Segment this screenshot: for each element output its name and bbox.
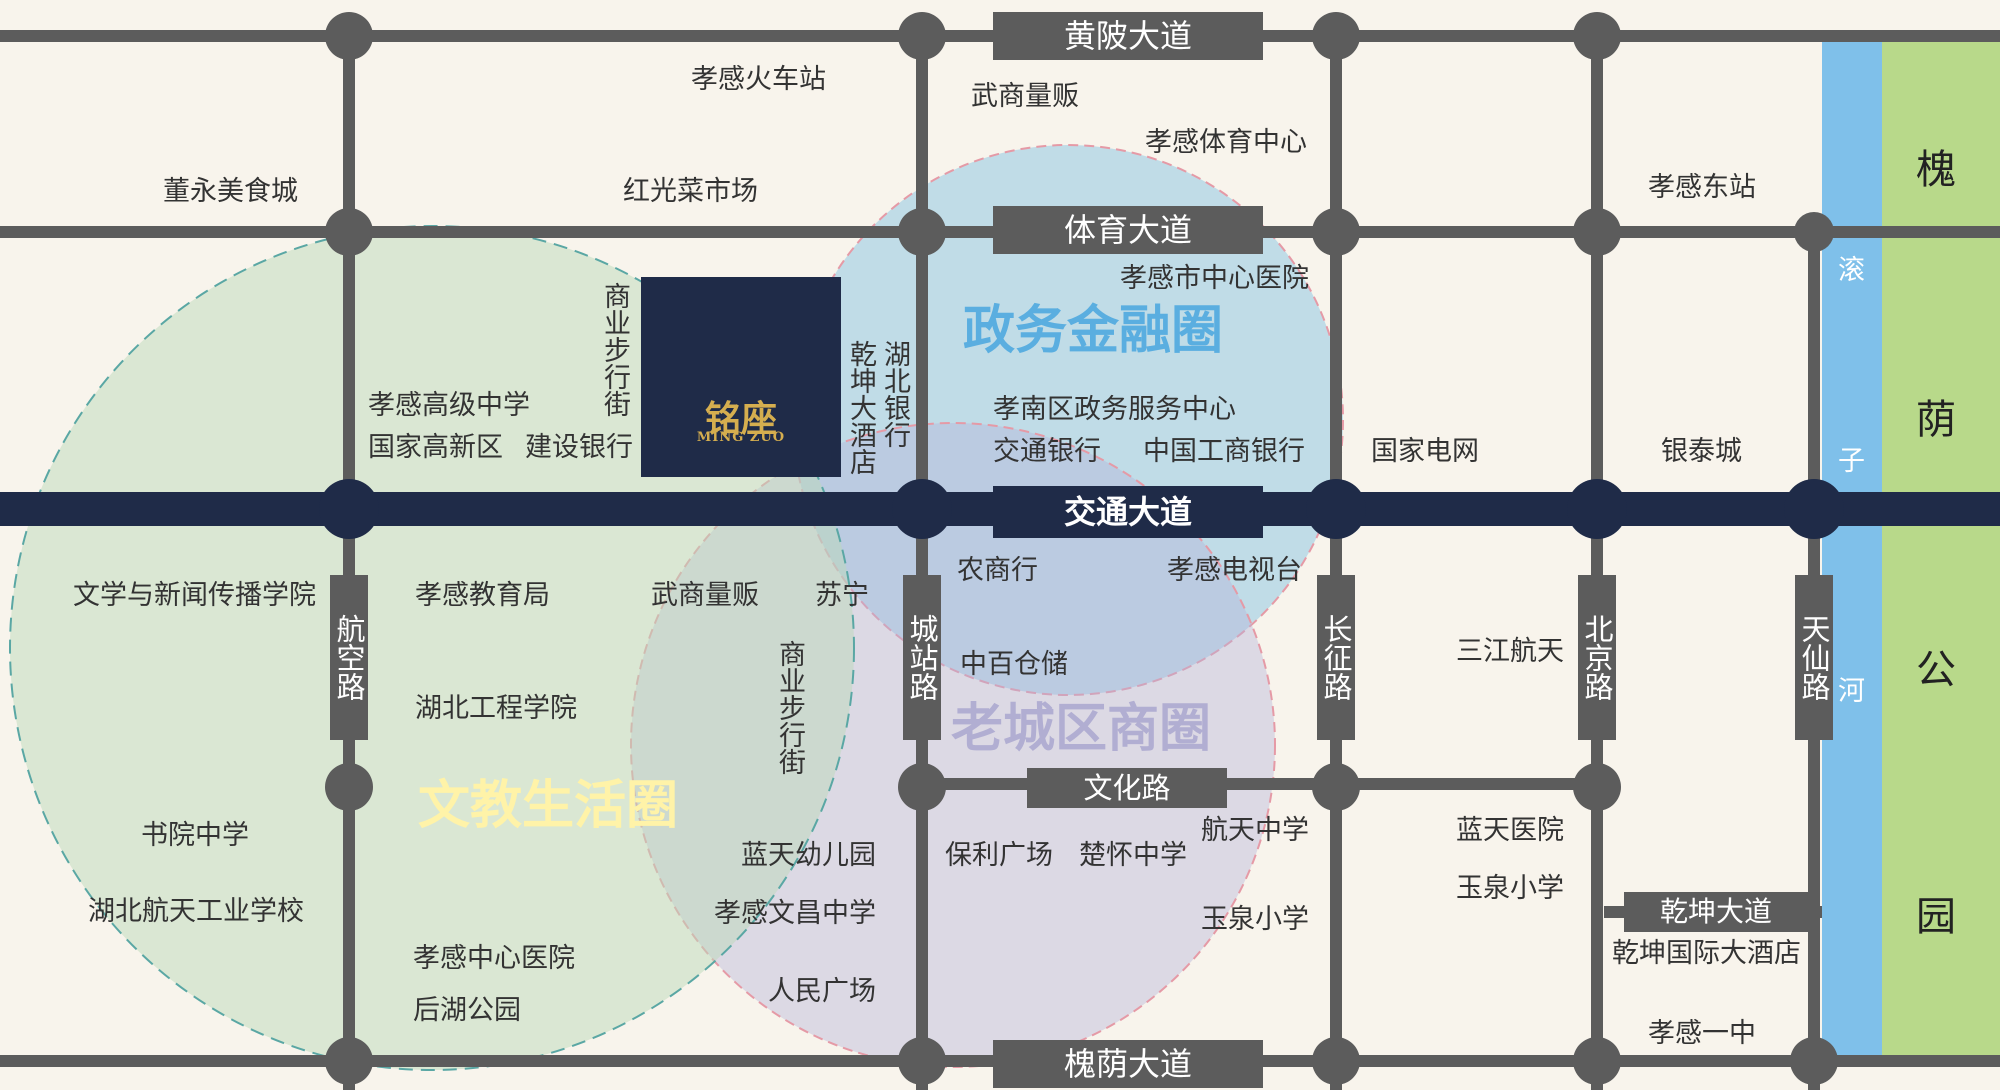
poi-pedestrian-street-north: 商业步行街 (599, 282, 630, 417)
zone-label-oldtown: 老城区商圈 (951, 699, 1212, 759)
poi-rural-bank: 农商行 (957, 555, 1038, 586)
poi-shuyuan-school: 书院中学 (141, 820, 249, 851)
zone-label-government: 政务金融圈 (963, 301, 1224, 361)
intersection-node (1573, 1037, 1621, 1085)
intersection-node (325, 763, 373, 811)
poi-poly-plaza: 保利广场 (945, 840, 1053, 871)
gunzi-river (1822, 40, 1882, 1058)
poi-yintai: 银泰城 (1661, 436, 1742, 467)
poi-hubei-bank: 湖北银行 (879, 340, 910, 448)
park-label-3: 公 (1916, 647, 1956, 693)
park-label-2: 荫 (1916, 397, 1956, 443)
poi-sanjiang: 三江航天 (1456, 636, 1564, 667)
poi-wushang-north: 武商量贩 (971, 81, 1079, 112)
intersection-node (1312, 763, 1360, 811)
poi-train-station: 孝感火车站 (691, 64, 826, 95)
poi-ccb: 建设银行 (525, 432, 633, 463)
road-chengzhan (916, 20, 928, 1090)
poi-gov-service-center: 孝南区政务服务中心 (993, 394, 1236, 425)
intersection-node (325, 12, 373, 60)
river-label-bottom: 河 (1838, 676, 1865, 707)
main-intersection-node (1784, 479, 1844, 539)
poi-xiaogan-no1-school: 孝感一中 (1648, 1018, 1756, 1049)
road-hangkong (343, 20, 355, 1090)
intersection-node (1794, 212, 1834, 252)
intersection-node (1312, 12, 1360, 60)
road-label-chengzhan: 城站路 (903, 575, 941, 740)
poi-chuhuai-school: 楚怀中学 (1079, 840, 1187, 871)
poi-wenchang-school: 孝感文昌中学 (714, 898, 876, 929)
intersection-node (898, 12, 946, 60)
main-intersection-node (1306, 479, 1366, 539)
poi-hongguang: 红光菜市场 (623, 176, 758, 207)
road-label-wenhua: 文化路 (1027, 768, 1227, 808)
road-label-changzheng: 长征路 (1317, 575, 1355, 740)
road-label-huangpi: 黄陂大道 (993, 12, 1263, 60)
poi-suning: 苏宁 (815, 580, 869, 611)
poi-journalism-school: 文学与新闻传播学院 (73, 580, 316, 611)
intersection-node (1573, 763, 1621, 811)
intersection-node (898, 208, 946, 256)
poi-east-station: 孝感东站 (1648, 172, 1756, 203)
road-label-hangkong: 航空路 (330, 575, 368, 740)
poi-qiankun-hotel: 乾坤大酒店 (845, 340, 876, 475)
intersection-node (1573, 208, 1621, 256)
main-intersection-node (319, 479, 379, 539)
intersection-node (325, 208, 373, 256)
intersection-node (1312, 208, 1360, 256)
poi-aerospace-school: 湖北航天工业学校 (88, 896, 304, 927)
main-intersection-node (1567, 479, 1627, 539)
poi-yuquan-primary-east: 玉泉小学 (1456, 873, 1564, 904)
road-label-beijing: 北京路 (1578, 575, 1616, 740)
poi-hubei-engineering: 湖北工程学院 (415, 693, 577, 724)
intersection-node (1790, 1037, 1838, 1085)
huaiyin-park-area (1882, 40, 2000, 1058)
logo-subtext: MING ZUO (696, 430, 786, 445)
logo-text: 铭座 (704, 399, 777, 440)
road-label-tianxian: 天仙路 (1795, 575, 1833, 740)
main-intersection-node (892, 479, 952, 539)
zone-label-education: 文教生活圈 (418, 776, 679, 836)
poi-education-bureau: 孝感教育局 (415, 580, 550, 611)
poi-central-hospital: 孝感中心医院 (413, 943, 575, 974)
poi-hightech-zone: 国家高新区 (368, 432, 503, 463)
poi-zhongbai: 中百仓储 (960, 649, 1068, 680)
poi-peoples-square: 人民广场 (768, 976, 876, 1007)
intersection-node (1312, 1037, 1360, 1085)
poi-pedestrian-street-south: 商业步行街 (774, 640, 805, 775)
road-label-qiankun: 乾坤大道 (1624, 892, 1808, 932)
poi-icbc: 中国工商银行 (1143, 436, 1305, 467)
road-label-huaiyin: 槐荫大道 (993, 1040, 1263, 1088)
poi-yuquan-primary: 玉泉小学 (1201, 904, 1309, 935)
poi-bocom: 交通银行 (993, 436, 1101, 467)
river-label-top: 滚 (1838, 255, 1865, 286)
road-beijing (1591, 20, 1603, 1090)
road-wenhua (918, 778, 1604, 790)
road-changzheng (1330, 20, 1342, 1090)
intersection-node (1573, 12, 1621, 60)
poi-city-central-hospital: 孝感市中心医院 (1120, 263, 1309, 294)
poi-lantian-kindergarten: 蓝天幼儿园 (741, 840, 876, 871)
poi-tv-station: 孝感电视台 (1167, 555, 1302, 586)
road-label-tiyu: 体育大道 (993, 206, 1263, 254)
poi-state-grid: 国家电网 (1371, 436, 1479, 467)
park-label-4: 园 (1916, 894, 1956, 940)
mingzuo-logo: 铭座 MING ZUO (641, 277, 841, 477)
government-zone-circle (792, 144, 1344, 696)
poi-wushang-south: 武商量贩 (651, 580, 759, 611)
road-label-jiaotong: 交通大道 (993, 486, 1263, 538)
park-label-1: 槐 (1916, 147, 1956, 193)
poi-lantian-hospital: 蓝天医院 (1456, 815, 1564, 846)
poi-high-school: 孝感高级中学 (368, 390, 530, 421)
river-label-mid: 子 (1838, 446, 1865, 477)
intersection-node (898, 1037, 946, 1085)
intersection-node (898, 763, 946, 811)
intersection-node (325, 1037, 373, 1085)
poi-qiankun-intl-hotel: 乾坤国际大酒店 (1612, 938, 1801, 969)
poi-dongyongmei: 董永美食城 (163, 176, 298, 207)
poi-hangtian-school: 航天中学 (1201, 815, 1309, 846)
poi-houhu-park: 后湖公园 (413, 995, 521, 1026)
poi-stadium: 孝感体育中心 (1145, 127, 1307, 158)
